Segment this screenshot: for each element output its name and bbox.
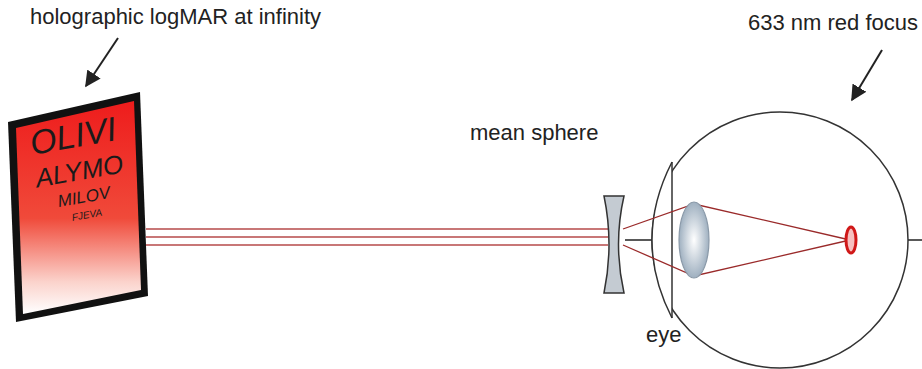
cornea (652, 162, 672, 318)
eye-globe (652, 112, 908, 368)
iris-plane (671, 162, 673, 318)
chart-frame (8, 92, 148, 322)
focus-label: 633 nm red focus (748, 10, 918, 36)
refracted-rays (623, 204, 850, 276)
chart-label: holographic logMAR at infinity (30, 4, 321, 30)
red-focus (846, 227, 856, 253)
lens-label: mean sphere (470, 120, 598, 146)
leader-arrow (852, 50, 882, 100)
crystalline-lens (679, 202, 709, 278)
leader-arrow (86, 38, 118, 86)
concave-lens (604, 196, 624, 293)
chart-panel: OLIVIALYMOMILOVFJEVA (14, 109, 144, 231)
parallel-rays (146, 229, 608, 245)
eye-label: eye (646, 322, 681, 348)
